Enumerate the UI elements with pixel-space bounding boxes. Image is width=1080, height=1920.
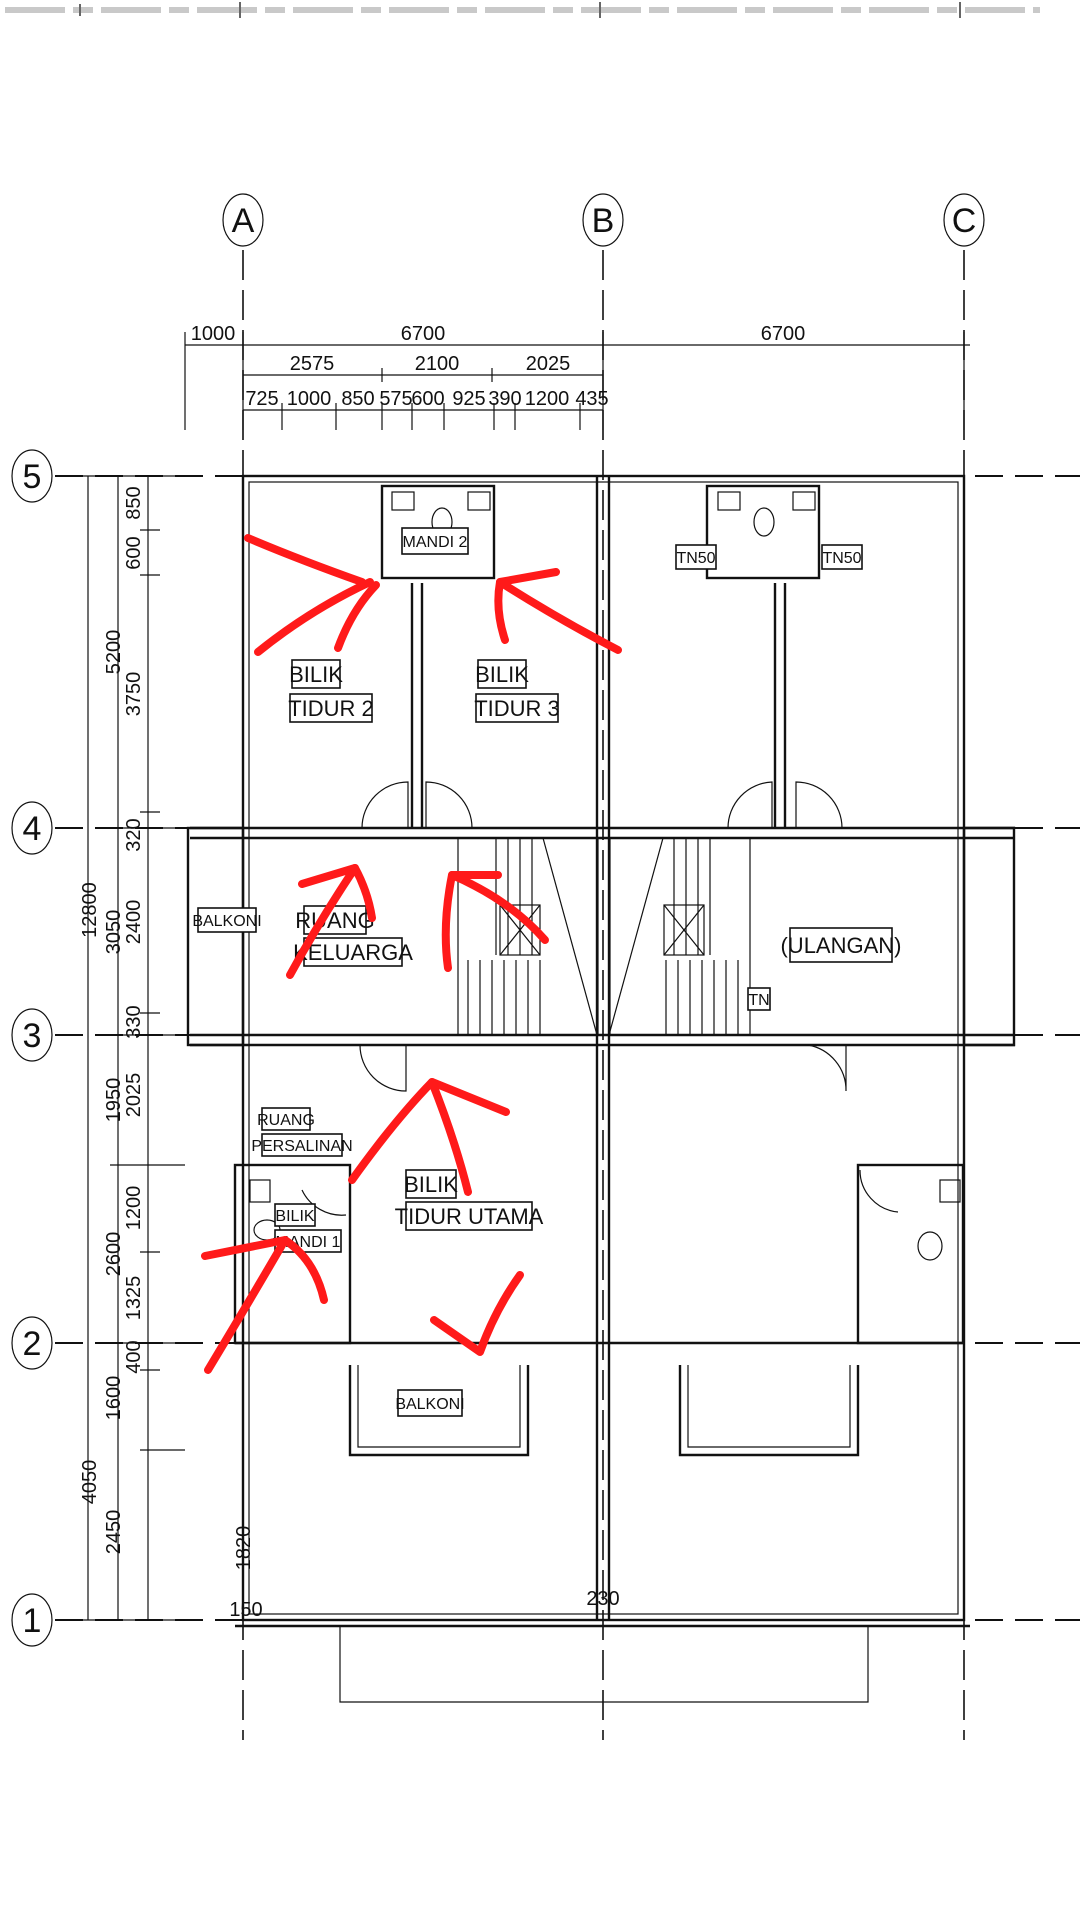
label-ruang-keluarga-line2: KELUARGA — [293, 940, 413, 965]
red-arrow-mark-5 — [494, 578, 509, 644]
red-arrow-mark-7 — [351, 864, 376, 922]
dim-inner-320: 320 — [123, 818, 145, 851]
dim-detail-390: 390 — [488, 388, 521, 410]
dim-left-4050: 4050 — [79, 1460, 101, 1505]
column-grid-markers: A B C — [222, 193, 985, 247]
staircase — [457, 837, 751, 1036]
dim-inner-1200: 1200 — [123, 1186, 145, 1231]
scan-strip — [5, 2, 1040, 18]
dim-misc-150: 150 — [229, 1599, 262, 1621]
label-tn: TN — [748, 992, 769, 1009]
grid-label-col-c: C — [952, 202, 977, 240]
label-ruang-persalinan-line2: PERSALINAN — [251, 1138, 352, 1155]
dim-mid-2100: 2100 — [415, 353, 460, 375]
red-annotation-marks — [201, 534, 622, 1374]
dim-inner-850: 850 — [123, 486, 145, 519]
building-walls — [186, 474, 1016, 1703]
dim-inner-330: 330 — [123, 1005, 145, 1038]
red-arrow-mark-14 — [430, 1271, 524, 1356]
dim-inner-400: 400 — [123, 1340, 145, 1373]
grid-label-row-5: 5 — [23, 458, 42, 496]
red-arrow-mark-12 — [201, 1236, 289, 1374]
dim-left-3050: 3050 — [103, 910, 125, 955]
dim-misc-1820: 1820 — [233, 1526, 255, 1571]
dim-detail-600: 600 — [411, 388, 444, 410]
red-arrow-mark-8 — [448, 871, 549, 944]
dim-left-2600: 2600 — [103, 1232, 125, 1277]
grid-label-row-1: 1 — [23, 1602, 42, 1640]
dim-top-6700-a: 6700 — [401, 323, 446, 345]
label-ulangan: (ULANGAN) — [780, 933, 901, 958]
red-arrow-mark-2 — [254, 578, 374, 656]
dim-left-1950: 1950 — [103, 1078, 125, 1123]
red-arrow-mark-13 — [281, 1236, 328, 1304]
room-labels: MANDI 2 TN50 TN50 BILIK TIDUR 2 BILIK TI… — [192, 527, 902, 1417]
grid-label-col-a: A — [232, 202, 255, 240]
dim-inner-1325: 1325 — [123, 1276, 145, 1321]
dim-mid-2025: 2025 — [526, 353, 571, 375]
row-grid-markers: 5 4 3 2 1 — [11, 449, 53, 1647]
label-tn50-left: TN50 — [676, 550, 715, 567]
dim-inner-2025: 2025 — [123, 1073, 145, 1118]
label-bilik-tidur-2-line2: TIDUR 2 — [288, 696, 374, 721]
dim-inner-3750: 3750 — [123, 672, 145, 717]
label-bilik-tidur-3-line1: BILIK — [475, 662, 529, 687]
label-bilik-tidur-3-line2: TIDUR 3 — [474, 696, 560, 721]
dim-detail-725: 725 — [245, 388, 278, 410]
label-mandi-2: MANDI 2 — [403, 534, 468, 551]
label-balkoni-front: BALKONI — [395, 1396, 464, 1413]
grid-lines — [55, 250, 1080, 1740]
top-dimension-chains: 1000 6700 6700 2575 2100 2025 725 1000 8… — [184, 323, 970, 430]
left-dimension-chains: 12800 5200 3050 1950 2600 4050 850 600 3… — [79, 475, 185, 1621]
red-arrow-mark-10 — [348, 1078, 510, 1184]
label-bilik-tidur-2-line1: BILIK — [289, 662, 343, 687]
red-arrow-mark-1 — [244, 534, 366, 586]
dim-top-1000: 1000 — [191, 323, 236, 345]
red-arrow-mark-3 — [334, 581, 380, 652]
dim-mid-2575: 2575 — [290, 353, 335, 375]
dim-detail-435: 435 — [575, 388, 608, 410]
grid-label-row-2: 2 — [23, 1325, 42, 1363]
dim-inner-1600: 1600 — [103, 1376, 125, 1421]
dim-top-6700-b: 6700 — [761, 323, 806, 345]
doors — [301, 781, 899, 1216]
grid-label-row-4: 4 — [23, 810, 42, 848]
dim-detail-1200: 1200 — [525, 388, 570, 410]
dim-inner-2400: 2400 — [123, 900, 145, 945]
dim-inner-600: 600 — [123, 536, 145, 569]
dim-inner-2450: 2450 — [103, 1510, 125, 1555]
label-ruang-keluarga-line1: RUANG — [295, 908, 374, 933]
label-balkoni-side: BALKONI — [192, 913, 261, 930]
dim-left-12800: 12800 — [79, 882, 101, 938]
label-bilik-tidur-utama-line2: TIDUR UTAMA — [395, 1204, 544, 1229]
grid-label-col-b: B — [592, 202, 615, 240]
misc-dimensions: 1820 150 230 — [229, 1526, 619, 1621]
dim-detail-1000: 1000 — [287, 388, 332, 410]
front-balconies — [348, 1365, 860, 1457]
red-arrow-mark-11 — [428, 1078, 472, 1196]
red-arrow-mark-9 — [441, 871, 456, 972]
dim-detail-925: 925 — [452, 388, 485, 410]
dim-misc-230: 230 — [586, 1588, 619, 1610]
dim-detail-850: 850 — [341, 388, 374, 410]
dim-left-5200: 5200 — [103, 630, 125, 675]
dim-detail-575: 575 — [379, 388, 412, 410]
label-bilik-mandi-1-line1: BILIK — [275, 1208, 314, 1225]
grid-label-row-3: 3 — [23, 1017, 42, 1055]
label-ruang-persalinan-line1: RUANG — [257, 1112, 315, 1129]
label-bilik-tidur-utama-line1: BILIK — [404, 1172, 458, 1197]
red-arrow-mark-4 — [496, 568, 622, 654]
red-arrow-mark-6 — [286, 864, 359, 979]
label-tn50-right: TN50 — [822, 550, 861, 567]
